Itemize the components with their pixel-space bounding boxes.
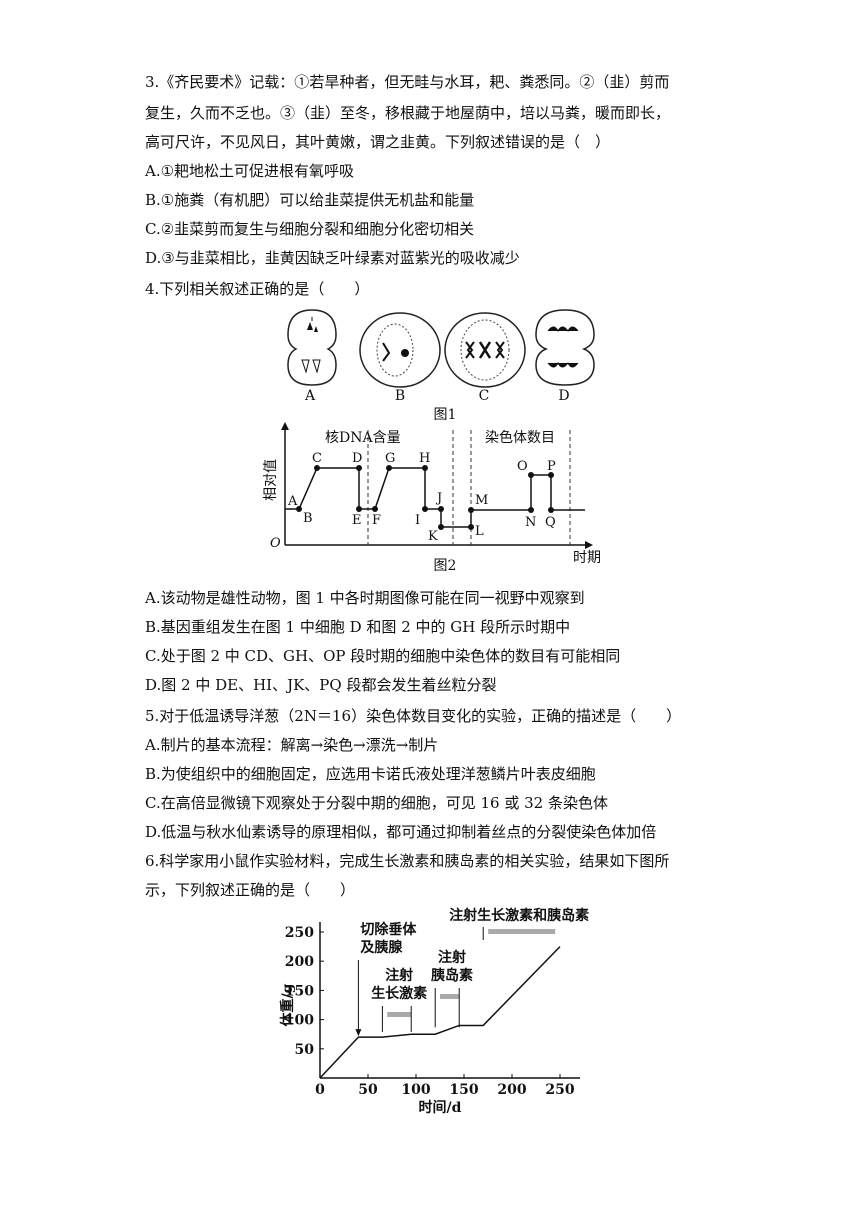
q5-option-a: A.制片的基本流程：解离→染色→漂洗→制片 [145,736,439,754]
y-tick-label: 100 [285,1013,314,1029]
point-label-b: B [303,511,313,526]
weight-series-line [319,946,561,1079]
point-label-j: J [435,491,442,506]
x-tick-label: 250 [545,1082,574,1098]
q4-option-a: A.该动物是雄性动物，图 1 中各时期图像可能在同一视野中观察到 [145,589,585,607]
figure-1-caption: 图1 [433,407,457,423]
q3-option-d: D.③与韭菜相比，韭黄因缺乏叶绿素对蓝紫光的吸收减少 [145,249,520,267]
q4-option-b: B.基因重组发生在图 1 中细胞 D 和图 2 中的 GH 段所示时期中 [145,618,571,636]
q5-option-b: B.为使组织中的细胞固定，应选用卡诺氏液处理洋葱鳞片叶表皮细胞 [145,765,596,783]
point-label-f: F [372,513,381,528]
annotation-remove-arrowhead [355,1029,362,1037]
point-label-q: Q [545,515,556,530]
annotation-both-bar [488,929,556,934]
q6-stem-line-2: 示，下列叙述正确的是（ ） [145,881,356,899]
point-label-l: L [475,524,484,539]
q3-option-c: C.②韭菜剪而复生与细胞分裂和细胞分化密切相关 [145,220,475,238]
annotation-gh-bar [387,1012,412,1017]
q5-option-d: D.低温与秋水仙素诱导的原理相似，都可通过抑制着丝点的分裂使染色体加倍 [145,823,657,841]
figure-1-cell-diagrams [287,309,595,388]
q5-stem: 5.对于低温诱导洋葱（2N＝16）染色体数目变化的实验，正确的描述是（ ） [145,707,682,725]
q3-option-a: A.①耙地松土可促进根有氧呼吸 [145,162,355,180]
annotation-remove-label-1: 切除垂体 [360,921,417,938]
cell-b-label: B [394,388,406,404]
cell-a-label: A [304,388,316,404]
q3-stem-line-2: 复生，久而不乏也。③（韭）至冬，移根藏于地屋荫中，培以马粪，暖而即长， [145,104,671,122]
annotation-both-label: 注射生长激素和胰岛素 [449,907,589,924]
figure-2-chart: A B C D E F G H I J K L M N O P Q O 核DNA… [263,422,601,566]
point-label-i: I [415,513,420,528]
q4-option-c: C.处于图 2 中 CD、GH、OP 段时期的细胞中染色体的数目有可能相同 [145,647,621,665]
point-label-c: C [312,451,322,466]
y-axis-label: 相对值 [263,459,279,501]
y-tick-label: 200 [285,954,314,970]
point-label-n: N [525,515,536,530]
figure-2-caption: 图2 [433,558,457,574]
q4-option-d: D.图 2 中 DE、HI、JK、PQ 段都会发生着丝粒分裂 [145,676,497,694]
x-tick-label: 200 [497,1082,526,1098]
q3-option-b: B.①施粪（有机肥）可以给韭菜提供无机盐和能量 [145,191,475,209]
cell-d [535,309,595,386]
x-axis-label: 时间/d [419,1099,462,1116]
cell-c-label: C [478,388,490,404]
annotation-insulin-label-2: 胰岛素 [431,967,473,984]
y-tick-label: 250 [285,925,314,941]
x-tick-label: 150 [449,1082,478,1098]
cell-c [444,312,526,388]
x-tick-label: 100 [401,1082,430,1098]
cell-a [287,309,337,386]
annotation-gh-label-1: 注射 [385,967,413,984]
point-label-o: O [517,459,528,474]
y-tick-label: 50 [295,1042,315,1058]
point-label-e: E [352,513,362,528]
annotation-insulin-bar [440,994,460,999]
annotation-remove-label-2: 及胰腺 [360,939,403,956]
weight-chart: 0 50 100 150 200 250 50 100 150 200 250 时间/d 体重/g 切除垂… [279,907,589,1116]
cell-b [359,312,441,388]
x-axis-label: 时期 [573,550,601,566]
q4-stem: 4.下列相关叙述正确的是（ ） [145,280,370,298]
point-label-g: G [385,451,395,466]
section-label-dna: 核DNA含量 [325,430,401,446]
y-axis-label: 体重/g [279,983,296,1026]
point-label-m: M [475,493,488,508]
point-label-k: K [428,529,438,544]
x-tick-label: 50 [358,1082,378,1098]
section-label-chromosome: 染色体数目 [485,429,555,446]
x-tick-label: 0 [315,1082,325,1098]
annotation-gh-label-2: 生长激素 [371,985,427,1002]
origin-label: O [270,536,281,551]
point-label-d: D [352,451,362,466]
cell-d-label: D [558,388,570,404]
point-label-p: P [547,459,556,474]
annotation-insulin-label-1: 注射 [438,949,466,966]
point-label-h: H [419,451,430,466]
q6-stem-line-1: 6.科学家用小鼠作实验材料，完成生长激素和胰岛素的相关实验，结果如下图所 [145,852,670,870]
q5-option-c: C.在高倍显微镜下观察处于分裂中期的细胞，可见 16 或 32 条染色体 [145,794,608,812]
point-label-a: A [287,494,298,509]
q3-stem-line-3: 高可尺许，不见风日，其叶黄嫩，谓之韭黄。下列叙述错误的是（ ） [145,133,611,151]
y-tick-label: 150 [285,983,314,999]
q3-stem-line-1: 3.《齐民要术》记载：①若旱种者，但无畦与水耳，耙、粪悉同。②（韭）剪而 [145,73,670,91]
